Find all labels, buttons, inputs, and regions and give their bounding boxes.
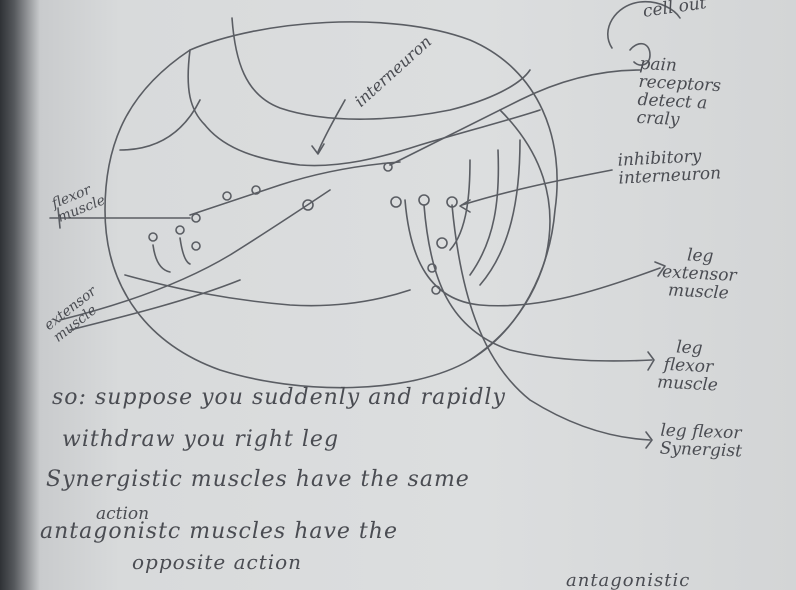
synapse [191,241,201,251]
spinal-cord-outline [104,21,558,389]
extensor-output-line [59,189,331,321]
synapse [191,213,201,223]
leg-flexor-muscle-label: leg flexor muscle [656,337,719,396]
note-line-3: Synergistic muscles have the same [46,467,470,492]
note-line-6: antagonistic [566,570,691,590]
interneuron-arrow [317,99,346,153]
synapse [431,285,441,295]
note-line-5: opposite action [132,550,303,574]
synapse [418,194,430,206]
synapse [390,196,402,208]
inhibitory-interneuron-label: inhibitory interneuron [617,146,722,189]
synapse [251,185,261,195]
inhibitory-pointer [461,169,613,206]
leg-extensor-muscle-label: leg extensor muscle [661,245,738,304]
leg-flexor-synergist-label: leg flexor Synergist [659,420,743,462]
synapse [427,263,437,273]
leg-extensor-line [404,199,661,307]
synapse [383,162,393,172]
note-line-3b: action [96,504,150,524]
synapse [148,232,158,242]
leg-flexor-line [423,204,653,362]
synapse [436,237,448,249]
note-line-4: antagonistc muscles have the [40,519,398,544]
grey-matter-inner [231,17,531,120]
grey-matter-outline [187,49,541,167]
note-line-2: withdraw you right leg [62,427,340,452]
pain-receptor-fiber [389,69,641,166]
synapse [175,225,185,235]
pain-receptors-label: pain receptors detect a craly [636,53,722,130]
synapse [222,191,232,201]
synapse [302,199,314,211]
leg-flexor-synergist-line [451,204,651,441]
note-line-1: so: suppose you suddenly and rapidly [52,385,506,410]
